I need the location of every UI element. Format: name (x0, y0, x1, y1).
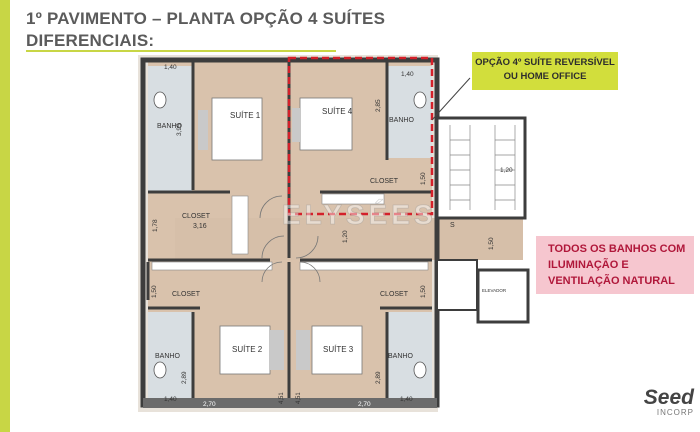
bottom-wall-band (143, 398, 437, 408)
dim-bath-top-left-depth: 3,95 (176, 123, 183, 136)
page-subtitle: DIFERENCIAIS: (26, 31, 155, 50)
dim-bath-bottom-right-width: 1,40 (400, 396, 413, 403)
dim-bath-bottom-right-depth: 2,89 (375, 371, 382, 384)
brand-logo: Seed INCORP (632, 386, 694, 418)
callout-bathrooms: TODOS OS BANHOS COM ILUMINAÇÃO E VENTILA… (536, 236, 694, 294)
bath-floor-top-left (148, 66, 192, 192)
dim-bath-bottom-left-depth: 2,89 (181, 371, 188, 384)
bath-floor-bottom-left (148, 312, 192, 400)
dim-bath-top-right-width: 1,40 (401, 71, 414, 78)
reversible-suite-highlight (287, 56, 434, 216)
accent-side-bar (0, 0, 10, 432)
page-title: 1º PAVIMENTO – PLANTA OPÇÃO 4 SUÍTES (26, 9, 386, 28)
label-suite-1: SUÍTE 1 (230, 111, 261, 120)
brand-logo-sub: INCORP (656, 408, 694, 417)
callout-bathrooms-line2: ILUMINAÇÃO E (548, 259, 629, 271)
callout-bathrooms-line1: TODOS OS BANHOS COM (548, 243, 686, 255)
callout-reversible-suite: OPÇÃO 4º SUÍTE REVERSÍVEL OU HOME OFFICE (472, 52, 618, 90)
dim-closet-suite3-depth: 1,50 (420, 285, 427, 298)
label-suite-3: SUÍTE 3 (323, 345, 354, 354)
watermark-text: ELYSÉES (282, 199, 437, 230)
callout-leader-line (431, 77, 471, 121)
dim-landing-depth: 1,50 (488, 237, 495, 250)
door-swings (259, 195, 321, 283)
bath-floor-top-right (388, 66, 432, 158)
elevator-shaft (476, 268, 530, 324)
dim-stair-width: 1,20 (500, 167, 513, 174)
label-bath-bottom-right: BANHO (388, 353, 413, 360)
dim-hall-width: 1,20 (342, 230, 349, 243)
title-underline (26, 50, 336, 52)
bath-fixtures (153, 91, 427, 379)
bath-floor-bottom-right (388, 312, 432, 400)
label-closet-suite3: CLOSET (380, 291, 409, 298)
dim-closet-suite2-depth: 1,50 (151, 285, 158, 298)
callout-bathrooms-line3: VENTILAÇÃO NATURAL (548, 275, 675, 287)
label-suite-4: SUÍTE 4 (322, 107, 353, 116)
beds (198, 97, 363, 375)
dim-bath-bottom-left-width: 1,40 (164, 396, 177, 403)
brand-logo-name: Seed (643, 386, 694, 409)
dim-suite2-depth: 4,51 (279, 392, 285, 404)
dim-suite2-width: 2,70 (203, 401, 216, 408)
staircase (435, 116, 527, 311)
label-closet-suite4: CLOSET (370, 178, 399, 185)
dim-suite3-depth: 4,51 (296, 392, 302, 404)
dim-bath-top-right-depth: 2,85 (375, 99, 382, 112)
label-elevator: ELEVADOR (482, 288, 507, 293)
dim-closet-suite4-depth: 1,50 (420, 172, 427, 185)
label-bath-top-right: BANHO (389, 117, 414, 124)
label-stair-mark: S (450, 222, 455, 229)
dim-bath-top-left-width: 1,40 (164, 64, 177, 71)
label-suite-2: SUÍTE 2 (232, 345, 263, 354)
dim-suite3-width: 2,70 (358, 401, 371, 408)
label-bath-top-left: BANHO (157, 123, 182, 130)
closet-shelving (151, 193, 429, 271)
dim-closet-left-width: 3,16 (193, 223, 207, 230)
label-closet-left: CLOSET (182, 213, 211, 220)
label-bath-bottom-left: BANHO (155, 353, 180, 360)
label-closet-suite2: CLOSET (172, 291, 201, 298)
dim-closet-left-depth: 1,78 (152, 219, 159, 232)
